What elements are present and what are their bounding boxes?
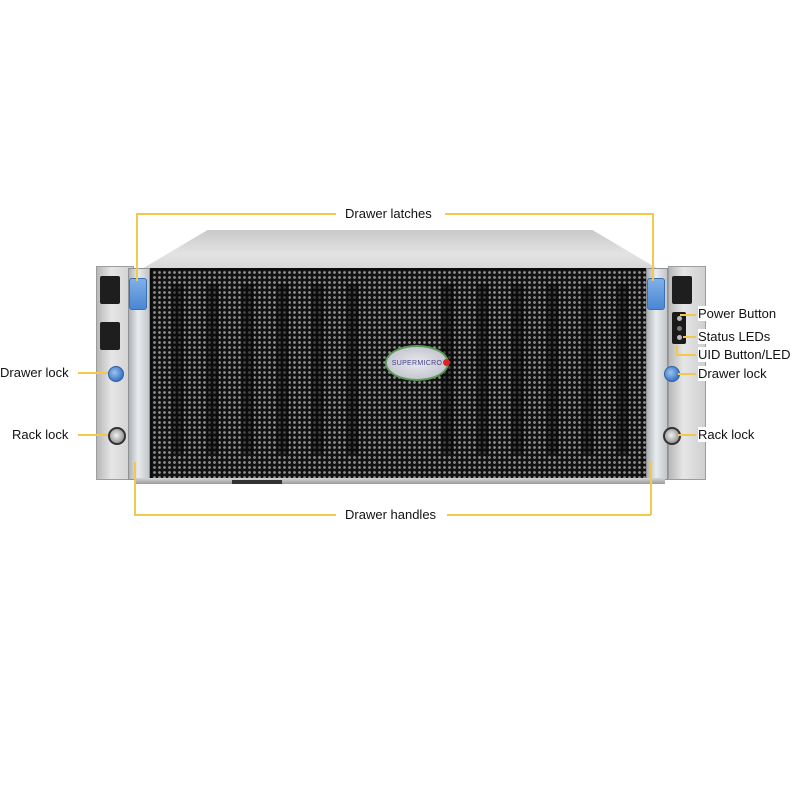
chassis-top-cover (140, 230, 660, 270)
left-ear-vent-upper (100, 276, 120, 304)
callout-line (447, 514, 651, 516)
left-drawer-latch[interactable] (129, 278, 147, 310)
right-ear-vent (672, 276, 692, 304)
callout-line (683, 336, 696, 338)
left-rack-lock-icon[interactable] (108, 427, 126, 445)
callout-label-right-drawer-lock: Drawer lock (698, 366, 767, 381)
callout-line (134, 514, 336, 516)
callout-line (678, 373, 696, 375)
callout-label-left-rack-lock: Rack lock (12, 427, 69, 442)
uid-button-icon[interactable] (677, 335, 682, 340)
left-drawer-lock-icon[interactable] (108, 366, 124, 382)
right-drawer-latch[interactable] (647, 278, 665, 310)
callout-line (676, 345, 678, 355)
drive-bay-grille (150, 268, 654, 482)
callout-label-left-drawer-lock: Drawer lock (0, 365, 69, 380)
brand-logo: SUPERMICRO (385, 345, 450, 381)
power-button-icon[interactable] (677, 316, 682, 321)
callout-line (136, 213, 336, 215)
callout-line (680, 314, 696, 316)
callout-label-drawer-latches: Drawer latches (345, 206, 432, 221)
control-panel (672, 312, 686, 344)
chassis-foot (232, 480, 282, 484)
callout-label-drawer-handles: Drawer handles (345, 507, 437, 522)
chassis-base (135, 478, 665, 484)
logo-dot-icon (443, 359, 450, 366)
callout-line (650, 462, 652, 515)
callout-label-uid-button-led: UID Button/LED (698, 347, 791, 362)
callout-line (136, 213, 138, 281)
callout-line (676, 354, 696, 356)
status-led-icon (677, 326, 682, 331)
left-ear-vent-lower (100, 322, 120, 350)
callout-line (78, 434, 108, 436)
right-rack-lock-icon[interactable] (663, 427, 681, 445)
callout-line (78, 372, 108, 374)
callout-line (652, 213, 654, 281)
callout-line (678, 434, 696, 436)
callout-label-status-leds: Status LEDs (698, 329, 771, 344)
callout-label-right-rack-lock: Rack lock (698, 427, 755, 442)
callout-label-power-button: Power Button (698, 306, 777, 321)
callout-line (445, 213, 653, 215)
callout-line (134, 462, 136, 515)
